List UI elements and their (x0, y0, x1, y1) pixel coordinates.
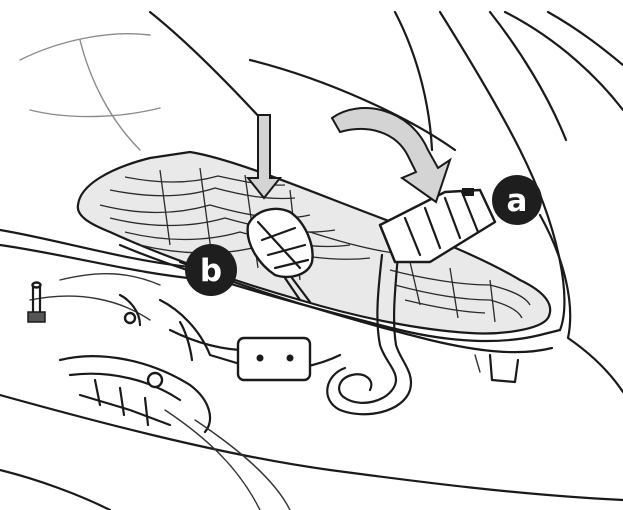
callout-a: a (492, 175, 542, 225)
callout-b: b (185, 244, 237, 296)
down-arrow-icon (245, 114, 283, 200)
bolt (27, 281, 46, 323)
chassis-outline (0, 10, 623, 510)
lever-rod (326, 253, 413, 416)
curved-arrow-icon (330, 107, 452, 204)
foot-plate (76, 150, 562, 354)
callout-b-label: b (200, 253, 222, 289)
pedal-a (378, 188, 497, 264)
knob-b (246, 207, 314, 304)
callout-a-label: a (507, 183, 528, 219)
pedal-mechanism (118, 293, 520, 384)
clip-assembly (58, 355, 291, 510)
bracket-plate (236, 336, 312, 382)
